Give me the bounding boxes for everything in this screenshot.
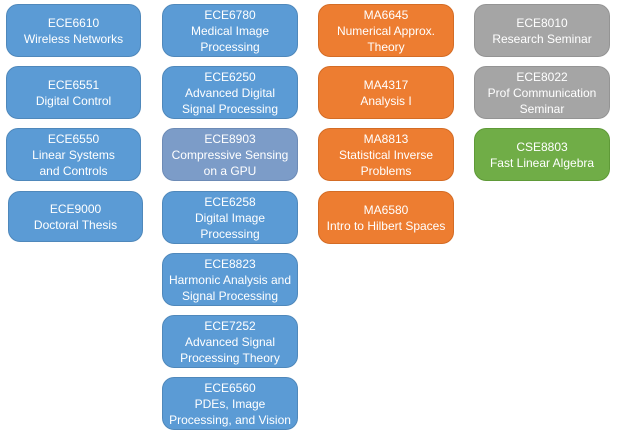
course-title: Digital Control [35,93,112,108]
course-title-line-2: Processing, and Vision [169,412,291,427]
course-title-line-2: Processing Theory [180,350,280,365]
course-code: MA6580 [363,202,409,217]
course-title-line-2: Processing [200,226,260,241]
course-title-line-2: Theory [367,39,405,54]
course-title-line-1: Numerical Approx. [336,23,436,38]
course-card-ma8813: MA8813 Statistical Inverse Problems [318,128,454,181]
course-title: Research Seminar [492,31,592,46]
course-title: Wireless Networks [23,31,124,46]
course-card-ece8010: ECE8010 Research Seminar [474,4,610,57]
course-code: MA8813 [363,131,409,146]
course-card-ece9000: ECE9000 Doctoral Thesis [8,191,143,242]
course-card-ece6560: ECE6560 PDEs, Image Processing, and Visi… [162,377,298,430]
course-code: ECE6250 [204,69,256,84]
course-code: ECE9000 [49,201,102,216]
course-code: ECE6550 [47,131,100,146]
course-card-ma4317: MA4317 Analysis I [318,66,454,119]
course-code: ECE7252 [204,318,256,333]
course-code: MA4317 [363,77,409,92]
course-card-ece6250: ECE6250 Advanced Digital Signal Processi… [162,66,298,119]
course-title-line-2: and Controls [39,163,108,178]
course-title: Fast Linear Algebra [489,155,595,170]
course-code: ECE8022 [516,69,568,84]
course-card-ece6610: ECE6610 Wireless Networks [6,4,141,57]
course-title-line-1: Advanced Digital [184,85,276,100]
course-code: CSE8803 [516,139,568,154]
course-title-line-2: Seminar [519,101,565,116]
course-card-ece8022: ECE8022 Prof Communication Seminar [474,66,610,119]
course-card-cse8803: CSE8803 Fast Linear Algebra [474,128,610,181]
course-title-line-2: Processing [200,39,260,54]
course-card-ece8903: ECE8903 Compressive Sensing on a GPU [162,128,298,181]
course-card-ece6550: ECE6550 Linear Systems and Controls [6,128,141,181]
course-card-ma6645: MA6645 Numerical Approx. Theory [318,4,454,57]
course-card-ece8823: ECE8823 Harmonic Analysis and Signal Pro… [162,253,298,306]
course-code: ECE6610 [47,15,100,30]
course-code: ECE6560 [204,380,256,395]
course-card-ece6780: ECE6780 Medical Image Processing [162,4,298,57]
course-title-line-2: Signal Processing [181,288,279,303]
course-card-ece7252: ECE7252 Advanced Signal Processing Theor… [162,315,298,368]
course-title: Analysis I [360,93,412,108]
course-title-line-2: Signal Processing [181,101,279,116]
course-code: ECE6258 [204,194,256,209]
course-title-line-1: Prof Communication [487,85,597,100]
course-title-line-1: Statistical Inverse [338,147,434,162]
course-card-ma6580: MA6580 Intro to Hilbert Spaces [318,191,454,244]
course-title-line-1: Medical Image [190,23,270,38]
course-code: ECE6780 [204,7,256,22]
course-code: ECE8903 [204,131,256,146]
course-title-line-1: Linear Systems [32,147,115,162]
course-title-line-2: on a GPU [203,163,257,178]
course-title-line-1: Harmonic Analysis and [168,272,292,287]
course-card-ece6258: ECE6258 Digital Image Processing [162,191,298,244]
course-title-line-1: PDEs, Image [194,396,266,411]
course-title-line-2: Problems [360,163,412,178]
course-code: MA6645 [363,7,409,22]
course-title: Intro to Hilbert Spaces [326,218,446,233]
course-title: Doctoral Thesis [33,217,118,232]
course-card-ece6551: ECE6551 Digital Control [6,66,141,119]
course-title-line-1: Advanced Signal [184,334,276,349]
course-code: ECE8010 [516,15,568,30]
course-title-line-1: Digital Image [194,210,266,225]
course-code: ECE8823 [204,256,256,271]
course-title-line-1: Compressive Sensing [171,147,289,162]
course-code: ECE6551 [47,77,100,92]
